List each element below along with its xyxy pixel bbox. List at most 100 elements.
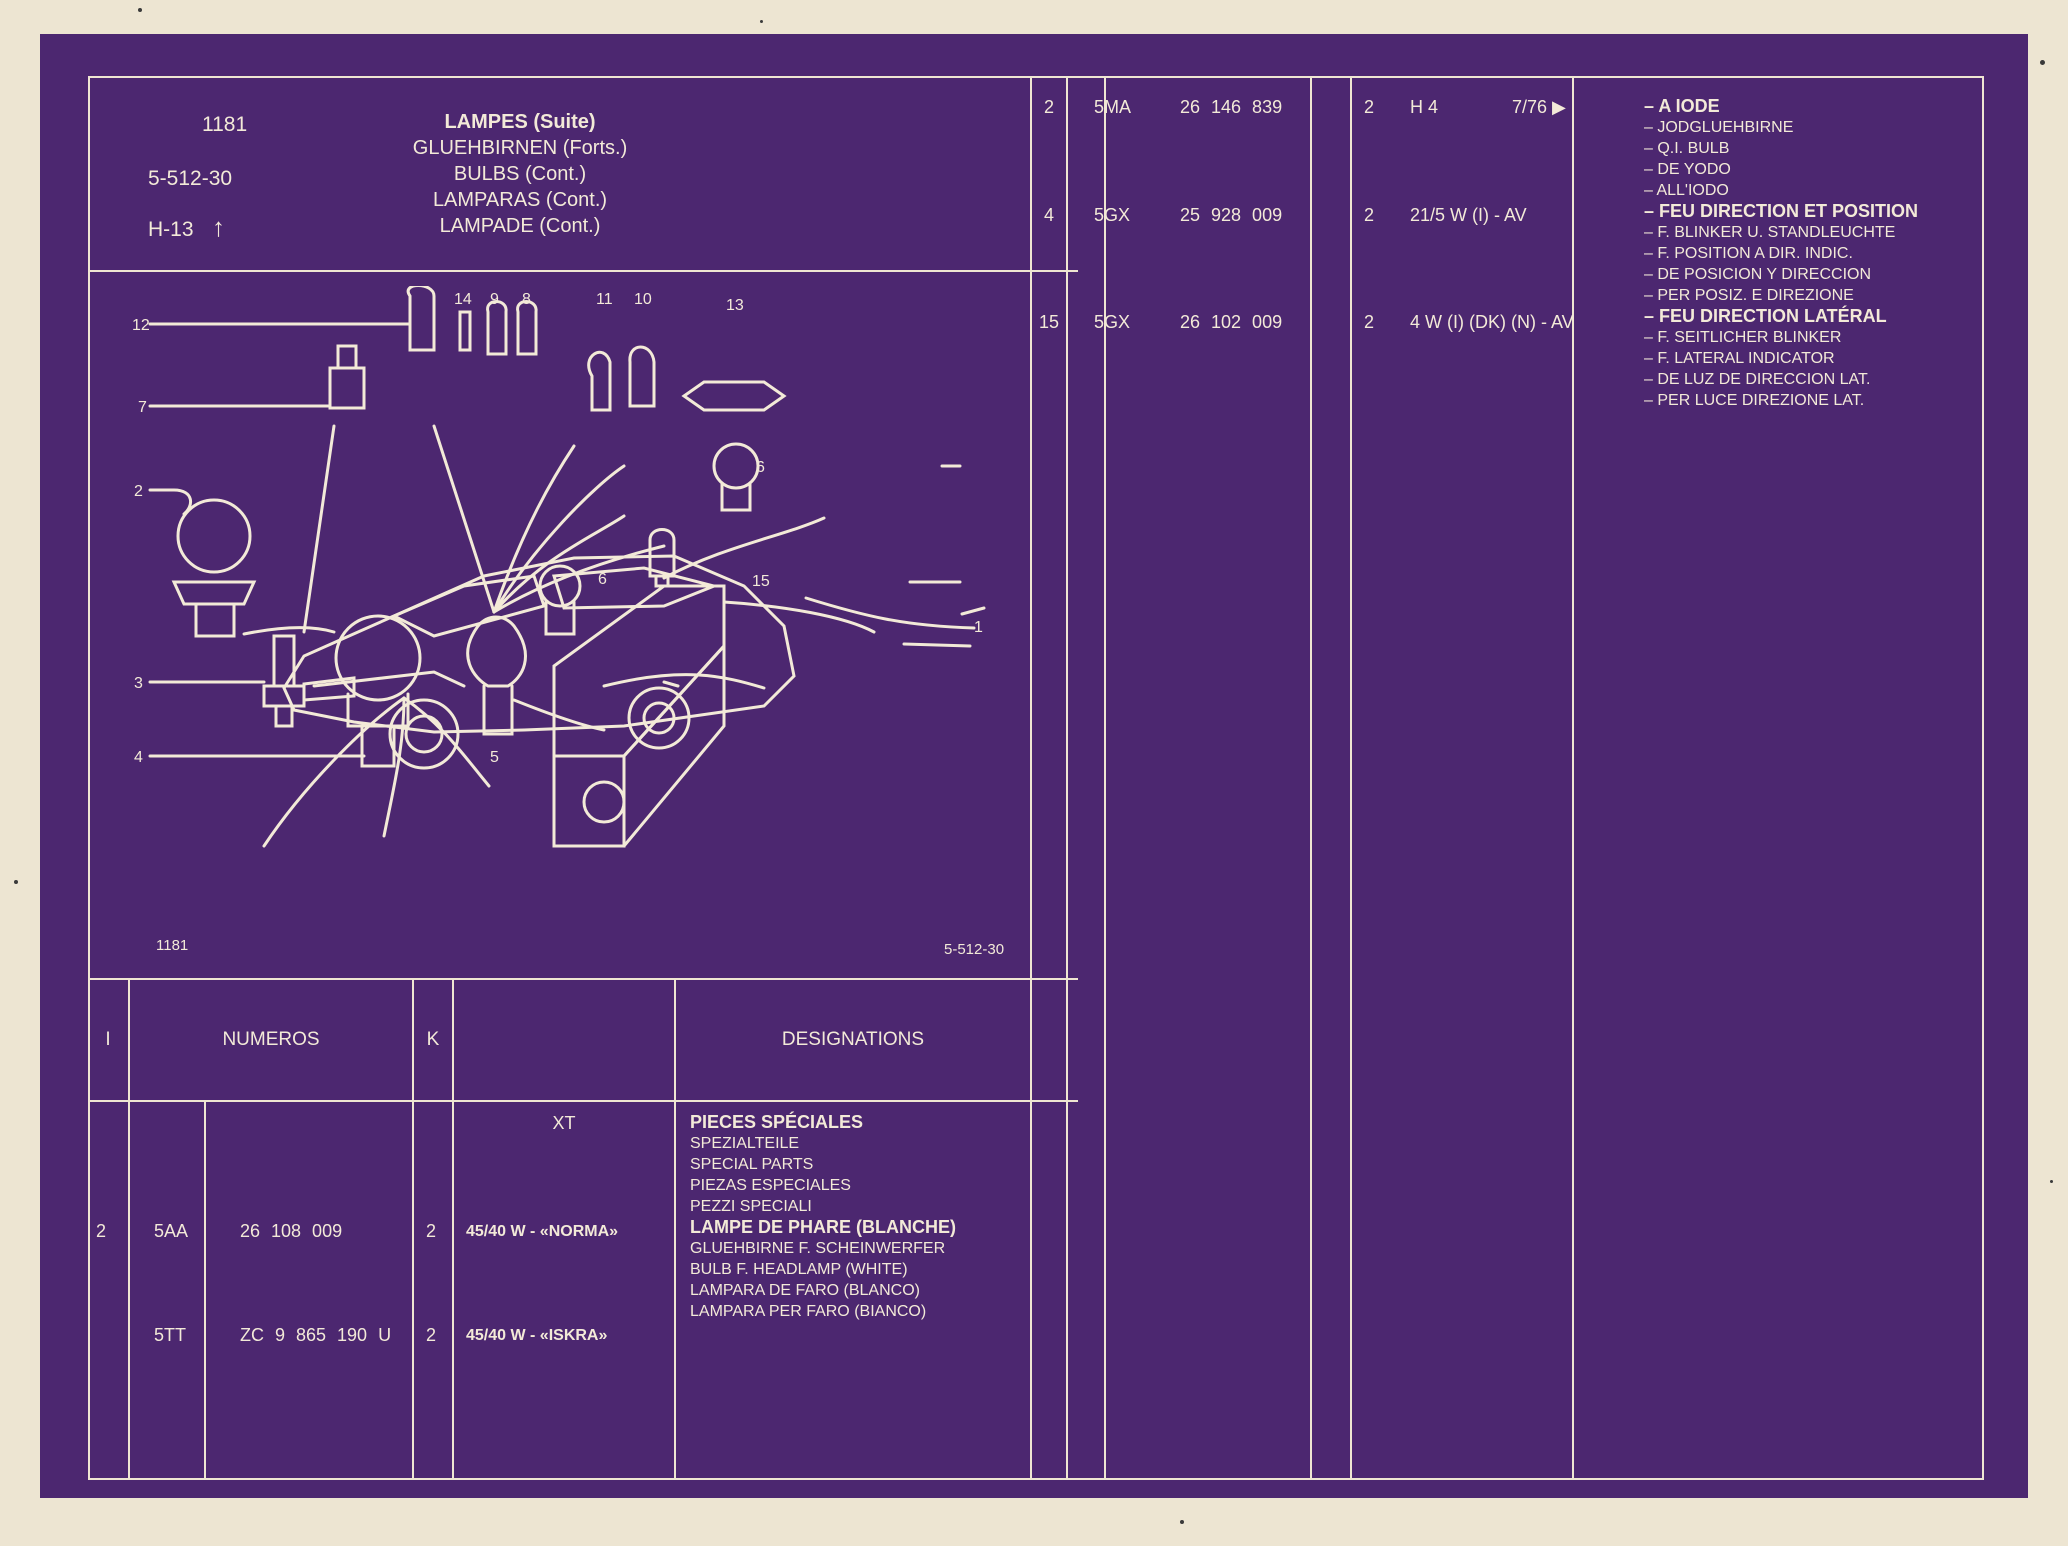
left-row-1-i: 2 bbox=[96, 1221, 107, 1241]
right-row-1-i: 2 bbox=[1043, 97, 1054, 117]
callout-8: 8 bbox=[522, 291, 531, 308]
right-row-3-number: 26 102 009 bbox=[1180, 312, 1283, 332]
right-row-3-k: 2 bbox=[1364, 312, 1375, 332]
col-header-k: K bbox=[426, 1029, 440, 1050]
right-designations: – A IODE – JODGLUEHBIRNE – Q.I. BULB – D… bbox=[1644, 96, 1918, 411]
left-row-1-code: 5AA bbox=[154, 1221, 189, 1241]
block-divider-a bbox=[1030, 76, 1032, 1480]
block-divider-b bbox=[1066, 76, 1068, 1480]
title-line-de: GLUEHBIRNEN (Forts.) bbox=[412, 137, 628, 159]
left-designations: PIECES SPÉCIALES SPEZIALTEILE SPECIAL PA… bbox=[690, 1112, 956, 1322]
right-row-2-code: 5GX bbox=[1094, 205, 1131, 225]
page-number: 1181 bbox=[202, 113, 248, 136]
right-designation-line: – PER POSIZ. E DIREZIONE bbox=[1644, 287, 1854, 304]
callout-6b: 6 bbox=[598, 571, 607, 588]
right-col-line-number bbox=[1310, 76, 1312, 1480]
dust-speck bbox=[760, 20, 763, 23]
callout-12: 12 bbox=[132, 317, 150, 334]
left-designation-line: PIEZAS ESPECIALES bbox=[690, 1177, 851, 1194]
dust-speck bbox=[138, 8, 142, 12]
left-row-2-number: ZC 9 865 190 U bbox=[240, 1325, 392, 1345]
left-row-1-spec: 45/40 W - «NORMA» bbox=[466, 1223, 619, 1240]
left-designation-line: LAMPARA DE FARO (BLANCO) bbox=[690, 1282, 920, 1299]
col-header-i: I bbox=[105, 1029, 111, 1050]
right-designation-line: – DE YODO bbox=[1644, 161, 1731, 178]
right-row-1-number: 26 146 839 bbox=[1180, 97, 1283, 117]
callout-10: 10 bbox=[634, 291, 652, 308]
left-designation-line: GLUEHBIRNE F. SCHEINWERFER bbox=[690, 1240, 946, 1257]
callout-11: 11 bbox=[596, 291, 613, 308]
callout-13: 13 bbox=[726, 297, 744, 314]
table-header-divider bbox=[88, 1100, 1078, 1102]
header-divider bbox=[88, 270, 1078, 272]
right-row-1-date: 7/76 ▶ bbox=[1512, 97, 1566, 117]
dust-speck bbox=[2040, 60, 2045, 65]
title-line-en: BULBS (Cont.) bbox=[453, 163, 587, 185]
right-row-1-spec: H 4 bbox=[1410, 97, 1439, 117]
col-header-designations: DESIGNATIONS bbox=[781, 1029, 925, 1050]
callout-2: 2 bbox=[134, 483, 143, 500]
right-designation-line: – FEU DIRECTION LATÉRAL bbox=[1644, 306, 1887, 326]
right-col-line-code bbox=[1104, 76, 1106, 1480]
right-designation-line: – F. BLINKER U. STANDLEUCHTE bbox=[1644, 224, 1896, 241]
section-code: H-13 bbox=[148, 218, 194, 241]
callout-5: 5 bbox=[490, 749, 499, 766]
right-designation-line: – DE POSICION Y DIRECCION bbox=[1644, 266, 1872, 283]
left-row-2-code: 5TT bbox=[154, 1325, 187, 1345]
frame-top bbox=[88, 76, 1984, 78]
right-row-2-number: 25 928 009 bbox=[1180, 205, 1283, 225]
right-designation-line: – F. SEITLICHER BLINKER bbox=[1644, 329, 1842, 346]
dust-speck bbox=[1180, 1520, 1184, 1524]
right-designation-line: – FEU DIRECTION ET POSITION bbox=[1644, 201, 1919, 221]
left-row-1-k: 2 bbox=[426, 1221, 437, 1241]
frame-right bbox=[1982, 76, 1984, 1480]
title-line-es: LAMPARAS (Cont.) bbox=[432, 189, 608, 211]
col-line-i bbox=[128, 978, 130, 1480]
figure-panel: 12 14 9 8 11 10 13 7 2 6 15 6 1 3 4 5 11… bbox=[104, 286, 1030, 972]
right-row-1-code: 5MA bbox=[1094, 97, 1132, 117]
callout-9: 9 bbox=[490, 291, 499, 308]
right-designation-line: – DE LUZ DE DIRECCION LAT. bbox=[1644, 371, 1871, 388]
right-designation-line: – Q.I. BULB bbox=[1644, 140, 1730, 157]
right-row-3-spec: 4 W (I) (DK) (N) - AV bbox=[1410, 312, 1574, 332]
left-designation-line: LAMPE DE PHARE (BLANCHE) bbox=[690, 1217, 957, 1237]
title-line-fr: LAMPES (Suite) bbox=[444, 111, 596, 133]
right-designation-line: – A IODE bbox=[1644, 96, 1720, 116]
right-designation-line: – F. LATERAL INDICATOR bbox=[1644, 350, 1835, 367]
left-designation-line: SPECIAL PARTS bbox=[690, 1156, 814, 1173]
right-designation-line: – PER LUCE DIREZIONE LAT. bbox=[1644, 392, 1865, 409]
title-line-it: LAMPADE (Cont.) bbox=[439, 215, 601, 237]
up-arrow-icon: ↑ bbox=[212, 212, 225, 242]
callout-1: 1 bbox=[974, 619, 983, 636]
dust-speck bbox=[14, 880, 18, 884]
col-line-number bbox=[412, 978, 414, 1480]
left-row-2-k: 2 bbox=[426, 1325, 437, 1345]
left-designation-line: LAMPARA PER FARO (BIANCO) bbox=[690, 1303, 927, 1320]
right-row-3-code: 5GX bbox=[1094, 312, 1131, 332]
parts-sheet: 1181 5-512-30 H-13 ↑ LAMPES (Suite) GLUE… bbox=[40, 34, 2028, 1498]
left-row-2-spec: 45/40 W - «ISKRA» bbox=[466, 1327, 608, 1344]
right-row-2-k: 2 bbox=[1364, 205, 1375, 225]
right-designation-line: – ALL'IODO bbox=[1644, 182, 1729, 199]
left-designation-line: BULB F. HEADLAMP (WHITE) bbox=[690, 1261, 908, 1278]
figure-code-left: 1181 bbox=[156, 937, 189, 954]
callout-7: 7 bbox=[138, 399, 147, 416]
right-row-1-k: 2 bbox=[1364, 97, 1375, 117]
figure-code-right: 5-512-30 bbox=[944, 941, 1005, 958]
reference-code: 5-512-30 bbox=[148, 167, 233, 190]
col-line-spec bbox=[674, 978, 676, 1480]
callout-3: 3 bbox=[134, 675, 143, 692]
right-col-line-spec bbox=[1572, 76, 1574, 1480]
right-col-line-k bbox=[1350, 76, 1352, 1480]
left-designation-line: SPEZIALTEILE bbox=[690, 1135, 800, 1152]
xt-label: XT bbox=[552, 1113, 576, 1133]
callout-4: 4 bbox=[134, 749, 143, 766]
right-designation-line: – JODGLUEHBIRNE bbox=[1644, 119, 1794, 136]
callout-6a: 6 bbox=[756, 459, 765, 476]
title-block: LAMPES (Suite) GLUEHBIRNEN (Forts.) BULB… bbox=[360, 112, 680, 242]
col-line-code bbox=[204, 1100, 206, 1480]
col-header-numeros: NUMEROS bbox=[222, 1029, 320, 1050]
right-row-3-i: 15 bbox=[1038, 312, 1060, 332]
frame-left bbox=[88, 76, 90, 1480]
left-designation-line: PEZZI SPECIALI bbox=[690, 1198, 812, 1215]
